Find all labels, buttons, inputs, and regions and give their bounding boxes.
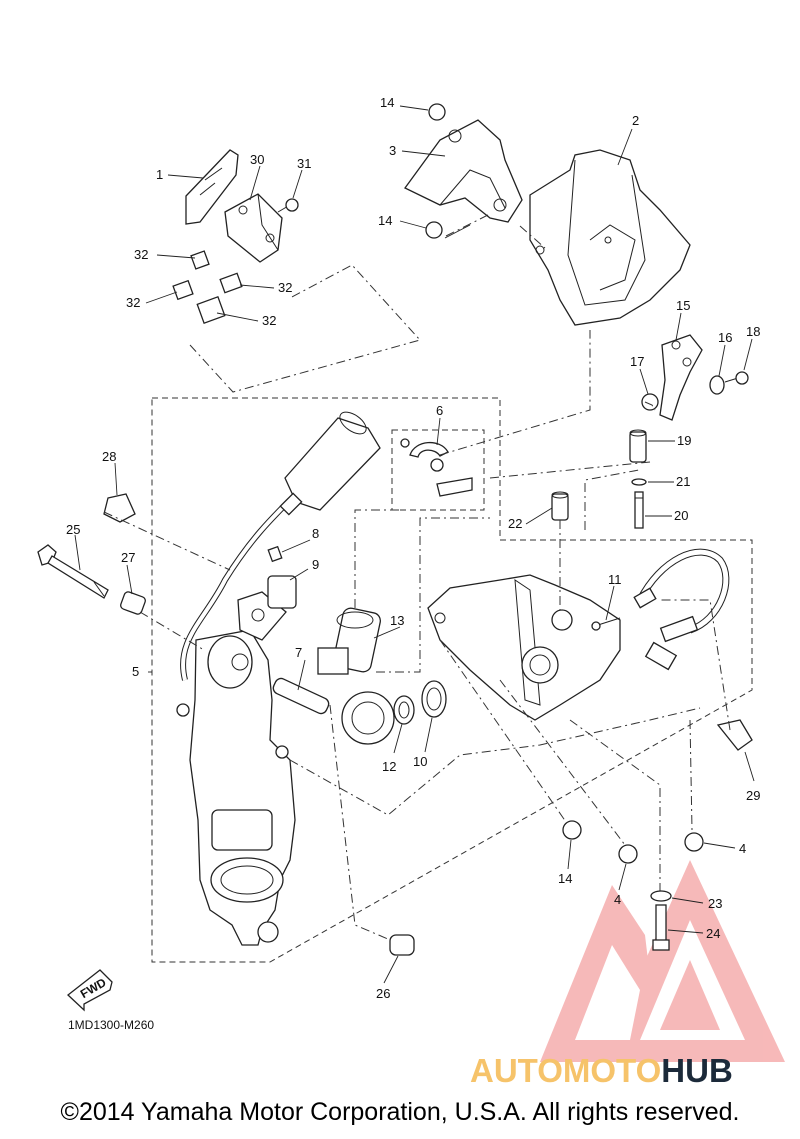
part-25-bolt <box>37 544 109 599</box>
part-10-seal <box>421 680 447 718</box>
label-part-32-c: 32 <box>126 295 140 310</box>
hose-assembly <box>633 548 730 671</box>
part-9-sensor <box>237 575 297 641</box>
label-part-20: 20 <box>674 508 688 523</box>
part-3-bracket <box>404 119 523 223</box>
label-part-29: 29 <box>746 788 760 803</box>
watermark-text-part1: AUTOMOTO <box>470 1052 662 1089</box>
part-8-screw <box>267 545 283 563</box>
label-part-11: 11 <box>608 572 622 587</box>
label-part-32-b: 32 <box>278 280 292 295</box>
label-part-32-a: 32 <box>134 247 148 262</box>
label-part-6: 6 <box>436 403 443 418</box>
label-part-15: 15 <box>676 298 690 313</box>
reference-code: 1MD1300-M260 <box>68 1018 154 1032</box>
label-part-14-b: 14 <box>378 213 392 228</box>
label-part-30: 30 <box>250 152 264 167</box>
part-4-bolt-right <box>684 832 704 852</box>
part-5-shock-absorber <box>176 629 296 946</box>
assembly-guides <box>103 213 731 943</box>
label-part-22: 22 <box>508 516 522 531</box>
part-21-washer <box>631 478 647 486</box>
part-16-grommet <box>709 375 725 395</box>
part-26-grommet <box>389 934 415 956</box>
watermark-text: AUTOMOTOHUB <box>470 1052 733 1090</box>
fwd-arrow: FWD <box>67 969 113 1012</box>
label-part-25: 25 <box>66 522 80 537</box>
part-20-bolt <box>634 491 644 529</box>
main-servo-bracket <box>427 574 621 721</box>
part-23-washer <box>650 890 672 902</box>
label-part-16: 16 <box>718 330 732 345</box>
part-31-bolt <box>277 198 299 213</box>
label-part-12: 12 <box>382 759 396 774</box>
label-part-9: 9 <box>312 557 319 572</box>
watermark-text-part2: HUB <box>661 1052 733 1089</box>
part-12-gear <box>393 695 415 725</box>
shock-reservoir <box>180 411 381 681</box>
part-24-bolt <box>652 904 670 951</box>
part-17-grommet <box>641 393 659 411</box>
part-18-bolt <box>724 371 749 385</box>
part-13-servo-motor <box>317 607 395 745</box>
part-22-collar <box>551 491 569 521</box>
part-6-clamp <box>400 438 473 497</box>
leader-lines <box>74 105 755 984</box>
label-part-10: 10 <box>413 754 427 769</box>
label-part-7: 7 <box>295 645 302 660</box>
label-part-19: 19 <box>677 433 691 448</box>
label-part-17: 17 <box>630 354 644 369</box>
label-part-4-a: 4 <box>739 841 746 856</box>
part-19-collar <box>629 429 647 463</box>
label-part-14-a: 14 <box>380 95 394 110</box>
part-7-collar <box>272 677 330 715</box>
label-part-32-d: 32 <box>262 313 276 328</box>
assembly-outlines <box>151 397 753 963</box>
part-11-bolt <box>591 617 621 631</box>
part-28-clip <box>103 493 136 523</box>
part-32-clips <box>172 250 243 324</box>
part-14-nut-bottom-left <box>562 820 582 840</box>
label-part-2: 2 <box>632 113 639 128</box>
label-part-13: 13 <box>390 613 404 628</box>
label-part-23: 23 <box>708 896 722 911</box>
label-part-31: 31 <box>297 156 311 171</box>
part-30-bracket <box>224 193 283 263</box>
part-4-bolt-bottom <box>618 844 638 864</box>
part-15-bracket <box>659 334 703 421</box>
label-part-26: 26 <box>376 986 390 1001</box>
label-part-18: 18 <box>746 324 760 339</box>
label-part-3: 3 <box>389 143 396 158</box>
part-2-cover <box>529 149 691 326</box>
label-part-14-c: 14 <box>558 871 572 886</box>
label-part-8: 8 <box>312 526 319 541</box>
label-part-28: 28 <box>102 449 116 464</box>
label-part-4-b: 4 <box>614 892 621 907</box>
copyright-notice: ©2014 Yamaha Motor Corporation, U.S.A. A… <box>60 1098 740 1126</box>
part-14-nut-top <box>425 103 471 239</box>
label-part-5: 5 <box>132 664 139 679</box>
label-part-27: 27 <box>121 550 135 565</box>
part-29-clip <box>716 719 753 751</box>
label-part-24: 24 <box>706 926 720 941</box>
part-27-collar <box>120 591 146 615</box>
label-part-21: 21 <box>676 474 690 489</box>
part-number-labels: 1 30 31 32 32 32 32 14 3 14 2 15 16 18 1… <box>66 95 760 1001</box>
watermark-logo <box>540 860 785 1062</box>
label-part-1: 1 <box>156 167 163 182</box>
part-1-bracket <box>185 149 239 225</box>
